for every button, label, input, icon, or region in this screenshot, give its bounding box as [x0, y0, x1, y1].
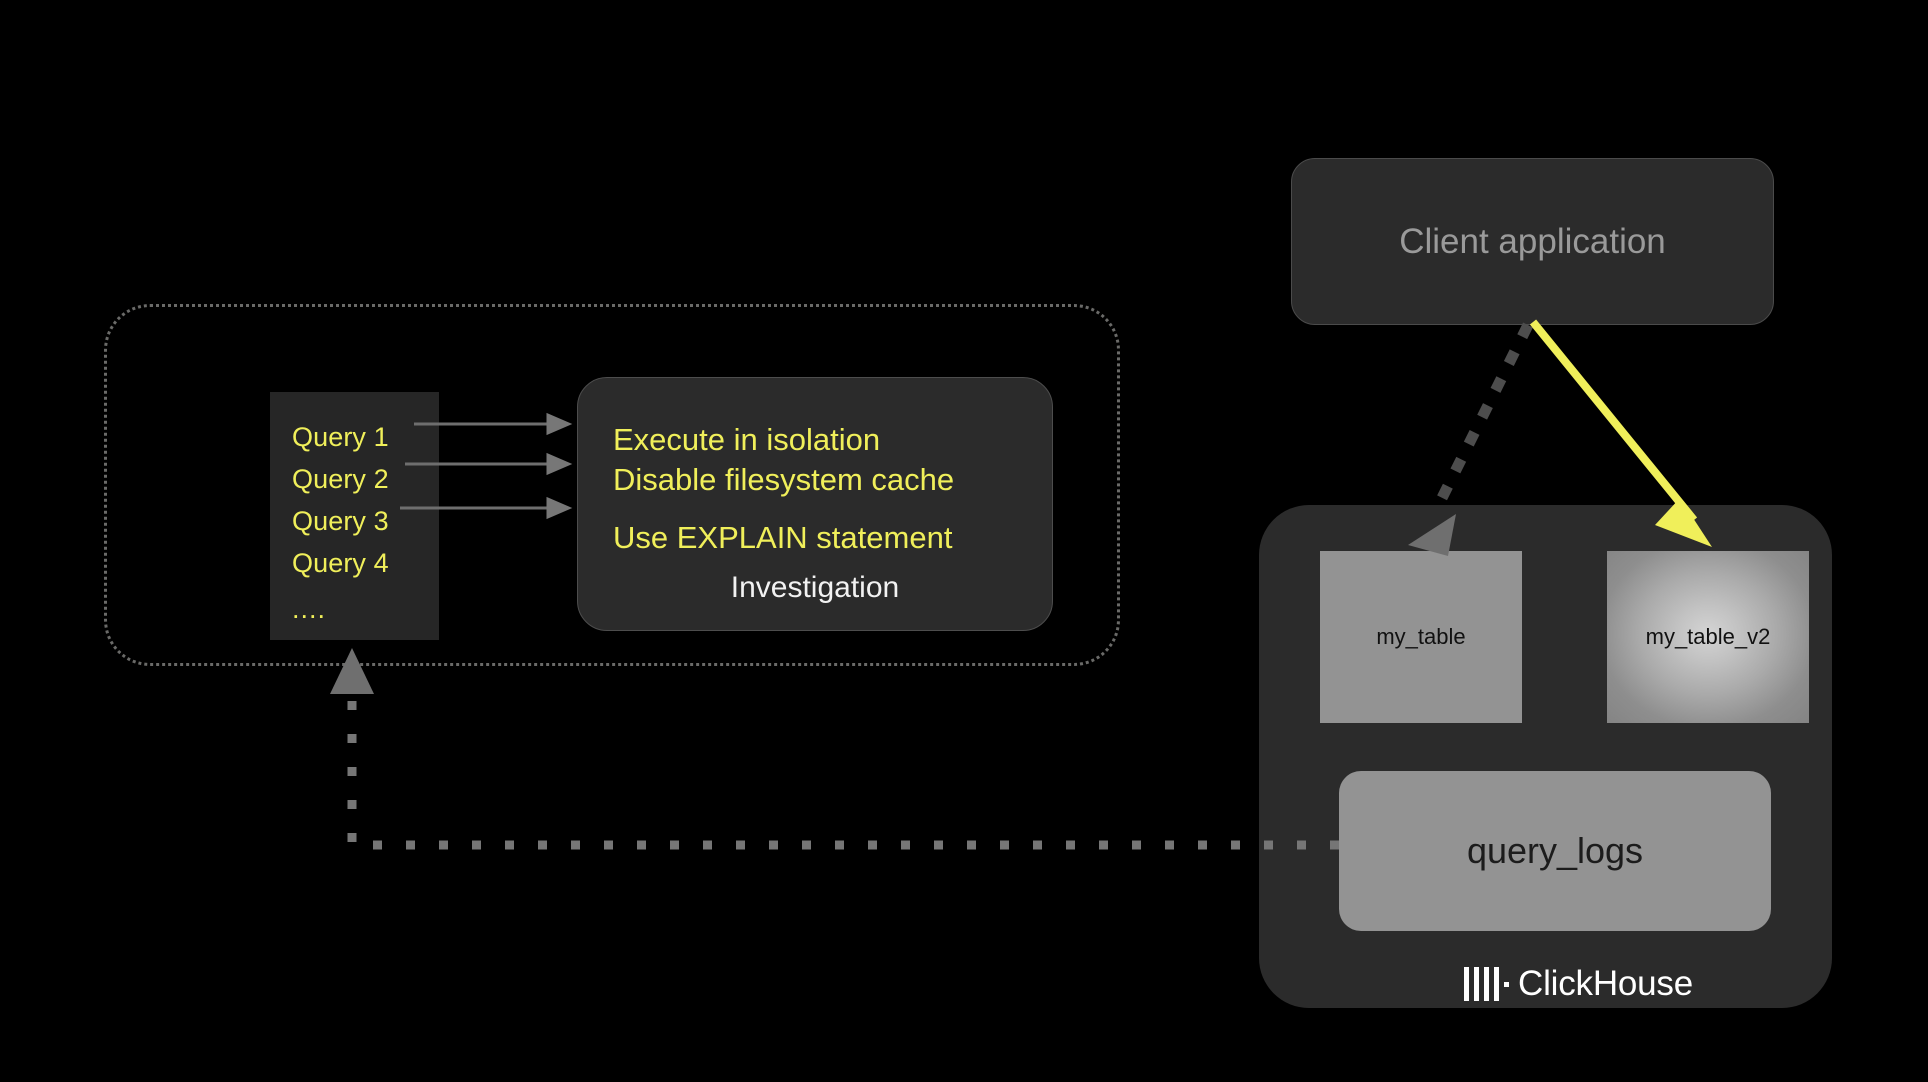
- clickhouse-wordmark: ClickHouse: [1518, 964, 1693, 1003]
- connector-client-to-my-table-v2: [1529, 319, 1698, 523]
- table-label: my_table: [1376, 624, 1466, 649]
- table-label: my_table_v2: [1645, 624, 1771, 649]
- investigation-steps: Execute in isolation Disable filesystem …: [613, 420, 1033, 558]
- investigation-step: Disable filesystem cache: [613, 462, 955, 497]
- connector-client-to-my-table: [1431, 322, 1533, 513]
- investigation-step: Use EXPLAIN statement: [613, 520, 953, 555]
- table-query-logs: query_logs: [1339, 771, 1771, 931]
- list-item: Query 3: [292, 506, 389, 536]
- connector-query-logs-feedback: [347, 672, 1339, 850]
- client-application-box: Client application: [1291, 158, 1774, 325]
- list-item-ellipsis: ....: [292, 594, 327, 624]
- table-my-table: my_table: [1320, 551, 1522, 723]
- list-item: Query 1: [292, 422, 389, 452]
- investigation-step: Execute in isolation: [613, 422, 881, 457]
- investigation-box: Execute in isolation Disable filesystem …: [577, 377, 1053, 631]
- list-item: Query 2: [292, 464, 389, 494]
- table-my-table-v2: my_table_v2: [1607, 551, 1809, 723]
- clickhouse-logo: ClickHouse: [1464, 964, 1693, 1004]
- investigation-caption: Investigation: [730, 571, 900, 604]
- query-list-panel: Query 1 Query 2 Query 3 Query 4 ....: [270, 392, 439, 640]
- client-application-label: Client application: [1399, 221, 1666, 261]
- table-label: query_logs: [1466, 830, 1644, 871]
- clickhouse-bars-icon: [1464, 967, 1509, 1001]
- list-item: Query 4: [292, 548, 389, 578]
- investigation-group-container: [104, 304, 1120, 666]
